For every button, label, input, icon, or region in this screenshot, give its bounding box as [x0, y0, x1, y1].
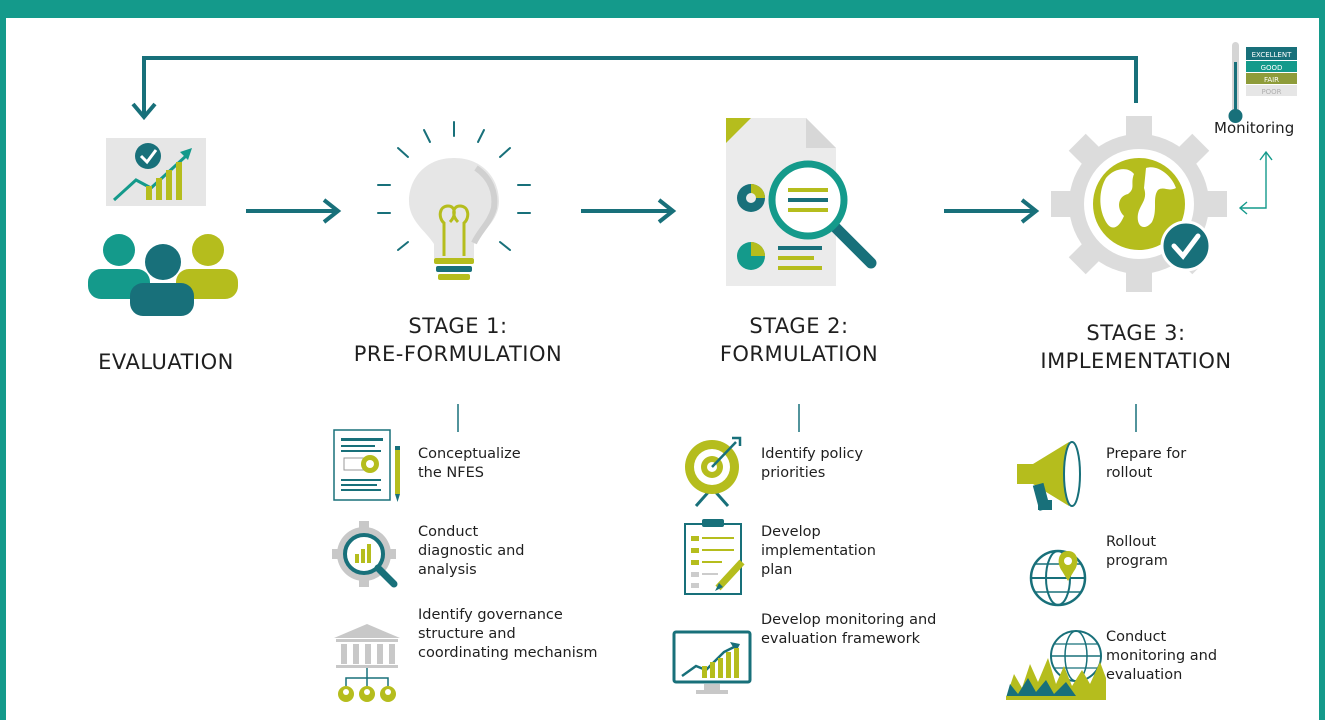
monitoring-arrow [1238, 150, 1273, 215]
scale-excellent: EXCELLENT [1252, 51, 1292, 59]
stage1-title: STAGE 1: PRE-FORMULATION [308, 312, 608, 368]
lightbulb-icon [377, 121, 531, 280]
stage1-item-3: Identify governance structure and coordi… [418, 607, 598, 661]
stage1-title-line2: PRE-FORMULATION [353, 342, 563, 366]
monitoring-label: Monitoring [1214, 119, 1295, 137]
stage2-title-line1: STAGE 2: [749, 314, 849, 338]
stage2-title-line2: FORMULATION [719, 342, 879, 366]
evaluation-label: EVALUATION [98, 350, 234, 374]
megaphone-icon [1017, 441, 1081, 511]
building-org-icon [334, 624, 400, 702]
scale-good: GOOD [1261, 64, 1283, 72]
stage1-title-line1: STAGE 1: [408, 314, 508, 338]
stage3-item-2: Rollout program [1106, 534, 1168, 569]
stage3-title-line1: STAGE 3: [1086, 321, 1186, 345]
monitor-chart-icon [672, 630, 752, 694]
stage3-title: STAGE 3: IMPLEMENTATION [986, 319, 1286, 375]
scale-poor: POOR [1261, 88, 1281, 96]
stage1-item-2: Conduct diagnostic and analysis [418, 524, 525, 578]
stage1-item-1: Conceptualize the NFES [418, 446, 521, 481]
thermometer-icon: EXCELLENT GOOD FAIR POOR [1228, 42, 1297, 123]
stage3-title-line2: IMPLEMENTATION [1040, 349, 1232, 373]
stage3-item-3: Conduct monitoring and evaluation [1106, 629, 1218, 683]
stage2-item-3: Develop monitoring and evaluation framew… [761, 612, 937, 647]
arrow-eval-to-stage1 [246, 198, 342, 224]
feedback-loop-arrow [131, 56, 1138, 121]
globe-pin-icon [1029, 549, 1087, 607]
arrow-stage2-to-stage3 [944, 198, 1040, 224]
gear-magnifier-icon [332, 521, 398, 588]
report-magnifier-icon [726, 118, 877, 286]
target-icon [685, 436, 742, 507]
arrow-stage1-to-stage2 [581, 198, 677, 224]
scale-fair: FAIR [1264, 76, 1279, 84]
stage2-item-1: Identify policy priorities [761, 446, 864, 481]
globe-gear-check-icon [1051, 116, 1227, 292]
clipboard-pencil-icon [684, 519, 745, 595]
globe-landscape-icon [1006, 630, 1106, 700]
diagram-canvas: EXCELLENT GOOD FAIR POOR [88, 42, 1297, 702]
stage3-item-1: Prepare for rollout [1106, 446, 1187, 481]
document-gear-icon [333, 429, 400, 502]
stage2-item-2: Develop implementation plan [761, 524, 876, 578]
people-with-chart-icon [88, 138, 238, 316]
stage2-title: STAGE 2: FORMULATION [649, 312, 949, 368]
